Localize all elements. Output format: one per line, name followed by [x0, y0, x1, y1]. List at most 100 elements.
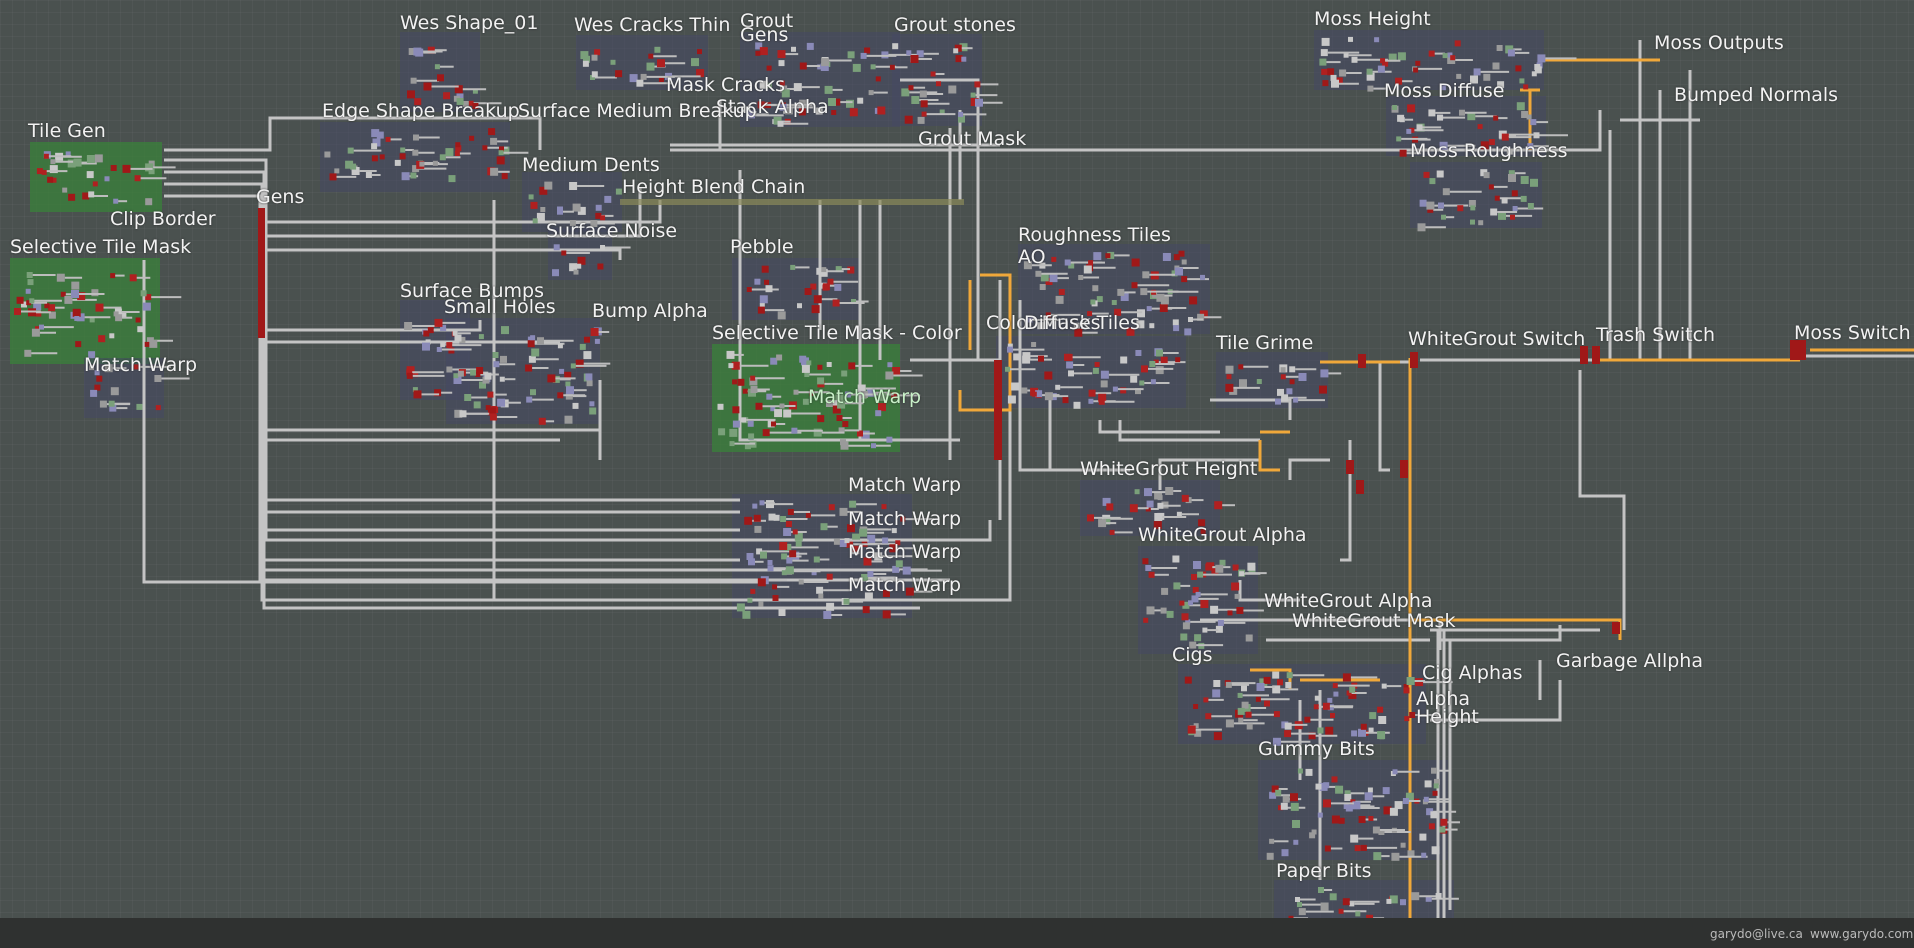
graph-node[interactable] [870, 64, 876, 70]
graph-node[interactable] [410, 77, 417, 84]
graph-node[interactable] [91, 289, 99, 297]
graph-node[interactable] [772, 595, 779, 601]
graph-node[interactable] [1413, 67, 1419, 73]
graph-node[interactable] [804, 372, 810, 377]
graph-node[interactable] [1150, 379, 1156, 385]
graph-node[interactable] [109, 404, 117, 412]
graph-node[interactable] [1344, 790, 1351, 797]
graph-node[interactable] [419, 161, 425, 167]
graph-node[interactable] [911, 96, 920, 104]
graph-node[interactable] [530, 389, 536, 396]
graph-node[interactable] [1211, 566, 1219, 574]
graph-node[interactable] [1459, 109, 1465, 116]
graph-node[interactable] [585, 373, 593, 381]
graph-node[interactable] [407, 90, 415, 99]
graph-node[interactable] [1320, 49, 1328, 57]
graph-node[interactable] [910, 55, 919, 63]
graph-node[interactable] [73, 158, 82, 167]
graph-node[interactable] [454, 334, 462, 342]
graph-node[interactable] [98, 335, 106, 343]
graph-node[interactable] [1051, 256, 1057, 262]
graph-node[interactable] [569, 263, 578, 272]
graph-node[interactable] [501, 326, 509, 335]
graph-node[interactable] [577, 206, 586, 215]
graph-node[interactable] [1338, 817, 1345, 824]
graph-node[interactable] [1185, 619, 1191, 625]
graph-node[interactable] [1442, 188, 1450, 196]
graph-node[interactable] [906, 50, 912, 56]
graph-node[interactable] [1406, 128, 1412, 134]
graph-node[interactable] [904, 115, 913, 124]
graph-node[interactable] [1324, 845, 1331, 852]
graph-node[interactable] [840, 441, 849, 450]
graph-node[interactable] [473, 401, 481, 409]
graph-node[interactable] [1198, 519, 1206, 527]
graph-node[interactable] [787, 509, 794, 515]
graph-node[interactable] [456, 93, 464, 101]
graph-node[interactable] [1203, 697, 1209, 703]
graph-node[interactable] [468, 100, 474, 106]
graph-node[interactable] [819, 268, 828, 277]
graph-node[interactable] [459, 336, 466, 343]
graph-node[interactable] [48, 311, 56, 319]
graph-node[interactable] [16, 296, 24, 304]
graph-node[interactable] [636, 79, 644, 87]
graph-node[interactable] [145, 198, 153, 206]
graph-node[interactable] [1275, 398, 1281, 405]
graph-node[interactable] [1431, 846, 1440, 855]
graph-node[interactable] [1523, 84, 1529, 90]
graph-node[interactable] [1351, 730, 1358, 737]
graph-node[interactable] [792, 529, 798, 535]
graph-node[interactable] [35, 310, 42, 317]
graph-node[interactable] [1368, 727, 1374, 733]
graph-node[interactable] [25, 288, 31, 294]
graph-node[interactable] [1189, 641, 1197, 649]
graph-node[interactable] [525, 364, 533, 372]
frame-cigs[interactable] [1178, 664, 1426, 744]
graph-node[interactable] [1433, 783, 1439, 789]
graph-node[interactable] [499, 376, 505, 382]
graph-node[interactable] [136, 403, 143, 410]
graph-node[interactable] [1178, 250, 1185, 257]
graph-node[interactable] [629, 74, 638, 83]
graph-node[interactable] [860, 52, 867, 59]
graph-node[interactable] [1073, 322, 1080, 329]
graph-node[interactable] [762, 429, 770, 437]
graph-node[interactable] [385, 136, 391, 142]
graph-node[interactable] [837, 400, 846, 409]
graph-node[interactable] [1109, 529, 1115, 535]
graph-node[interactable] [564, 371, 572, 379]
graph-node[interactable] [1322, 702, 1330, 710]
graph-node[interactable] [1094, 362, 1100, 367]
graph-node[interactable] [1117, 288, 1125, 296]
graph-node[interactable] [410, 172, 417, 179]
graph-node[interactable] [877, 392, 886, 401]
graph-node[interactable] [1007, 395, 1016, 404]
graph-node[interactable] [1090, 299, 1096, 305]
graph-node[interactable] [1144, 488, 1152, 497]
graph-node[interactable] [1395, 77, 1403, 85]
graph-node[interactable] [780, 516, 787, 522]
graph-node[interactable] [334, 168, 340, 174]
graph-node[interactable] [1120, 387, 1127, 394]
graph-node[interactable] [797, 303, 802, 309]
graph-node[interactable] [1428, 50, 1435, 57]
graph-node[interactable] [1259, 678, 1268, 687]
graph-node[interactable] [561, 250, 567, 256]
graph-node[interactable] [756, 548, 763, 555]
graph-node[interactable] [895, 560, 903, 568]
graph-node[interactable] [847, 51, 855, 59]
graph-node[interactable] [64, 295, 73, 304]
graph-node[interactable] [454, 85, 463, 94]
graph-node[interactable] [1421, 852, 1427, 858]
graph-node[interactable] [759, 47, 768, 56]
graph-node[interactable] [1350, 834, 1359, 843]
graph-node[interactable] [1031, 342, 1037, 347]
graph-node[interactable] [770, 406, 776, 412]
graph-node[interactable] [1457, 205, 1464, 212]
graph-node[interactable] [1231, 582, 1240, 591]
graph-node[interactable] [1415, 678, 1424, 687]
graph-node[interactable] [71, 290, 79, 298]
graph-node[interactable] [1078, 275, 1084, 280]
graph-node[interactable] [731, 361, 740, 370]
